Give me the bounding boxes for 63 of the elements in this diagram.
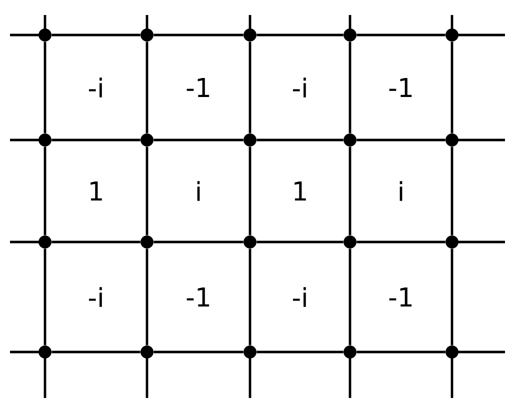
grid-line <box>356 138 446 142</box>
grid-line <box>348 146 352 236</box>
cell-value: -i <box>88 287 102 307</box>
grid-line <box>248 42 252 134</box>
dot <box>344 346 356 358</box>
grid-line <box>248 248 252 346</box>
grid-line <box>256 240 344 244</box>
dot <box>244 28 256 42</box>
grid-line <box>356 34 446 36</box>
dot <box>446 134 458 146</box>
grid-line <box>44 248 46 346</box>
dot <box>38 346 52 358</box>
cell-value: i <box>197 181 200 201</box>
cell-value: 1 <box>90 182 102 200</box>
dot <box>446 236 458 248</box>
grid-line <box>154 34 244 36</box>
grid-line <box>146 42 148 134</box>
grid-line <box>450 248 454 346</box>
grid-line <box>52 350 140 354</box>
dot <box>140 346 154 358</box>
grid-line <box>356 350 446 354</box>
cell-value: -i <box>292 78 306 98</box>
grid-line <box>248 146 252 236</box>
cell-value: -1 <box>186 78 210 97</box>
grid-line <box>450 42 454 134</box>
cell-value: -1 <box>389 78 412 97</box>
grid-line <box>450 146 454 236</box>
dot <box>446 28 458 42</box>
grid-line <box>256 34 344 36</box>
grid-line <box>44 42 46 134</box>
cell-value: i <box>400 181 402 201</box>
grid-line <box>52 34 140 36</box>
dot <box>244 346 256 358</box>
dot <box>344 236 356 248</box>
dot <box>244 236 256 248</box>
grid-line <box>146 146 148 236</box>
dot <box>244 134 256 146</box>
grid-line <box>154 240 244 244</box>
grid-line <box>356 240 446 244</box>
cell-value: -i <box>88 78 102 98</box>
dot <box>446 346 458 358</box>
grid-line <box>146 248 148 346</box>
grid-line <box>348 42 352 134</box>
dot <box>140 236 154 248</box>
cell-value: -1 <box>389 288 412 306</box>
grid-line <box>256 138 344 142</box>
grid-line <box>256 350 344 354</box>
dot <box>344 28 356 42</box>
grid-line <box>154 138 244 142</box>
dot <box>38 236 52 248</box>
cell-value: -1 <box>186 288 210 306</box>
dot <box>344 134 356 146</box>
cell-value: 1 <box>294 182 306 200</box>
dot <box>38 134 52 146</box>
dot <box>140 134 154 146</box>
grid-line <box>44 146 46 236</box>
dot <box>140 28 154 42</box>
grid-line <box>154 350 244 354</box>
grid-line <box>52 138 140 142</box>
cell-value: -i <box>292 287 306 307</box>
grid-line <box>52 240 140 244</box>
dot <box>38 28 52 42</box>
grid-line <box>348 248 352 346</box>
